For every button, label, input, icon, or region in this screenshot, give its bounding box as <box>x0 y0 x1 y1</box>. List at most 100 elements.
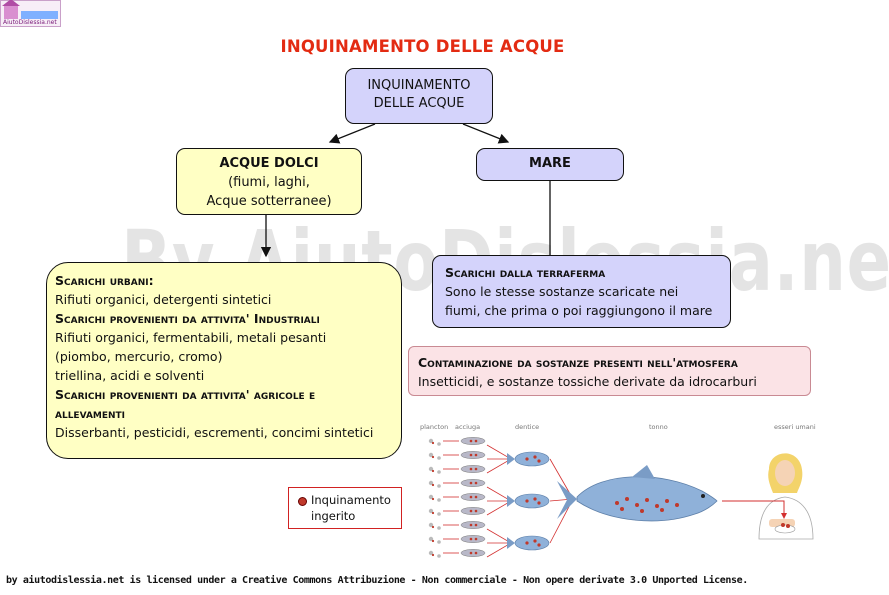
urbani-text-2c: triellina, acidi e solventi <box>55 368 205 383</box>
pollutant-dot <box>537 501 541 505</box>
plankton-icon <box>437 554 441 558</box>
dentice-fish-icon <box>514 493 550 509</box>
site-logo[interactable]: AiutoDislessia.net <box>0 0 61 27</box>
plankton-icon <box>437 526 441 530</box>
node-root: INQUINAMENTO DELLE ACQUE <box>345 68 493 124</box>
urbani-text-2b: (piombo, mercurio, cromo) <box>55 349 223 364</box>
food-chain-illustration: plancton acciuga dentice tonno esseri um… <box>417 421 817 567</box>
pollutant-dot <box>525 499 529 503</box>
dentice-tail <box>507 537 515 549</box>
root-line2: DELLE ACQUE <box>373 96 465 111</box>
anchovy-icon <box>460 493 486 501</box>
pollutant-dot <box>537 543 541 547</box>
anchovy-icon <box>460 437 486 445</box>
pollutant-dot <box>431 483 435 487</box>
urbani-heading-1: Scarichi urbani: <box>55 273 154 288</box>
plankton-icon <box>437 456 441 460</box>
plankton-icon <box>428 522 434 528</box>
pollutant-dot <box>469 495 473 499</box>
pollutant-dot <box>431 525 435 529</box>
logo-text: AiutoDislessia.net <box>3 19 57 26</box>
legend-box: Inquinamento ingerito <box>288 487 402 529</box>
pollutant-dot <box>525 457 529 461</box>
terraferma-line1: Sono le stesse sostanze scaricate nei <box>445 284 679 299</box>
label-esseri-umani: esseri umani <box>774 423 816 431</box>
plankton-icon <box>437 470 441 474</box>
node-acque-dolci: ACQUE DOLCI (fiumi, laghi, Acque sotterr… <box>176 148 362 215</box>
pollutant-dot <box>431 455 435 459</box>
dentice-tail <box>507 495 515 507</box>
label-acciuga: acciuga <box>455 423 480 431</box>
anchovy-icon <box>460 549 486 557</box>
legend-line2: ingerito <box>311 509 356 523</box>
pollutant-dot <box>474 467 478 471</box>
anchovy-icon <box>460 465 486 473</box>
pollutant-dot <box>474 523 478 527</box>
pollutant-dot <box>533 455 537 459</box>
pollutant-dot <box>431 469 435 473</box>
page-title: INQUINAMENTO DELLE ACQUE <box>280 37 565 56</box>
plankton-icon <box>437 512 441 516</box>
plankton-icon <box>428 466 434 472</box>
plankton-icon <box>428 452 434 458</box>
urbani-text-3: Disserbanti, pesticidi, escrementi, conc… <box>55 425 374 440</box>
license-footer: by aiutodislessia.net is licensed under … <box>6 575 748 586</box>
pollutant-dot <box>469 467 473 471</box>
pollutant-dot <box>469 523 473 527</box>
node-mare: MARE <box>476 148 624 181</box>
tuna-fish-icon <box>557 465 718 522</box>
pollutant-dot <box>474 481 478 485</box>
pollutant-dot-icon <box>298 497 307 506</box>
node-contaminazione-atmosfera: Contaminazione da sostanze presenti nell… <box>408 346 811 396</box>
pollutant-dot <box>474 495 478 499</box>
terraferma-heading: Scarichi dalla terraferma <box>445 265 606 280</box>
pollutant-dot <box>525 541 529 545</box>
pollutant-dot <box>474 439 478 443</box>
human-figure-icon <box>758 453 814 540</box>
node-scarichi-terraferma: Scarichi dalla terraferma Sono le stesse… <box>432 255 731 328</box>
arrow-root-mare <box>462 123 510 144</box>
pollutant-dot <box>431 441 435 445</box>
urbani-text-2a: Rifiuti organici, fermentabili, metali p… <box>55 330 327 345</box>
pollutant-dot <box>533 497 537 501</box>
pollutant-dot <box>469 551 473 555</box>
plankton-icon <box>437 484 441 488</box>
pollutant-dot <box>469 453 473 457</box>
atmosfera-heading: Contaminazione da sostanze presenti nell… <box>418 355 738 370</box>
label-plancton: plancton <box>420 423 448 431</box>
pollutant-dot <box>431 553 435 557</box>
pollutant-dot <box>474 551 478 555</box>
pollutant-dot <box>469 481 473 485</box>
plankton-icon <box>428 494 434 500</box>
pollutant-dot <box>431 511 435 515</box>
plankton-icon <box>428 508 434 514</box>
plankton-icon <box>428 480 434 486</box>
plankton-icon <box>437 442 441 446</box>
plankton-icon <box>428 550 434 556</box>
dolci-line1: (fiumi, laghi, <box>228 175 310 190</box>
pollutant-dot <box>537 459 541 463</box>
node-scarichi-urbani: Scarichi urbani: Rifiuti organici, deter… <box>46 262 402 459</box>
legend-line1: Inquinamento <box>311 493 391 507</box>
plankton-icon <box>437 498 441 502</box>
urbani-heading-3a: Scarichi provenienti da attivita' agrico… <box>55 387 316 402</box>
dolci-line2: Acque sotterranee) <box>206 194 332 209</box>
dolci-heading: ACQUE DOLCI <box>219 156 319 171</box>
dentice-tail <box>507 453 515 465</box>
dentice-fish-icon <box>514 535 550 551</box>
atmosfera-line1: Insetticidi, e sostanze tossiche derivat… <box>418 374 757 389</box>
plankton-icon <box>437 540 441 544</box>
dentice-fish-icon <box>514 451 550 467</box>
root-line1: INQUINAMENTO <box>367 78 471 93</box>
urbani-heading-2: Scarichi provenienti da attivita' Indust… <box>55 311 320 326</box>
house-icon <box>2 0 20 19</box>
label-dentice: dentice <box>515 423 539 431</box>
urbani-heading-3b: allevamenti <box>55 406 126 421</box>
anchovy-icon <box>460 535 486 543</box>
anchovy-icon <box>460 507 486 515</box>
terraferma-line2: fiumi, che prima o poi raggiungono il ma… <box>445 303 713 318</box>
urbani-text-1: Rifiuti organici, detergenti sintetici <box>55 292 272 307</box>
anchovy-icon <box>460 451 486 459</box>
pollutant-dot <box>474 453 478 457</box>
